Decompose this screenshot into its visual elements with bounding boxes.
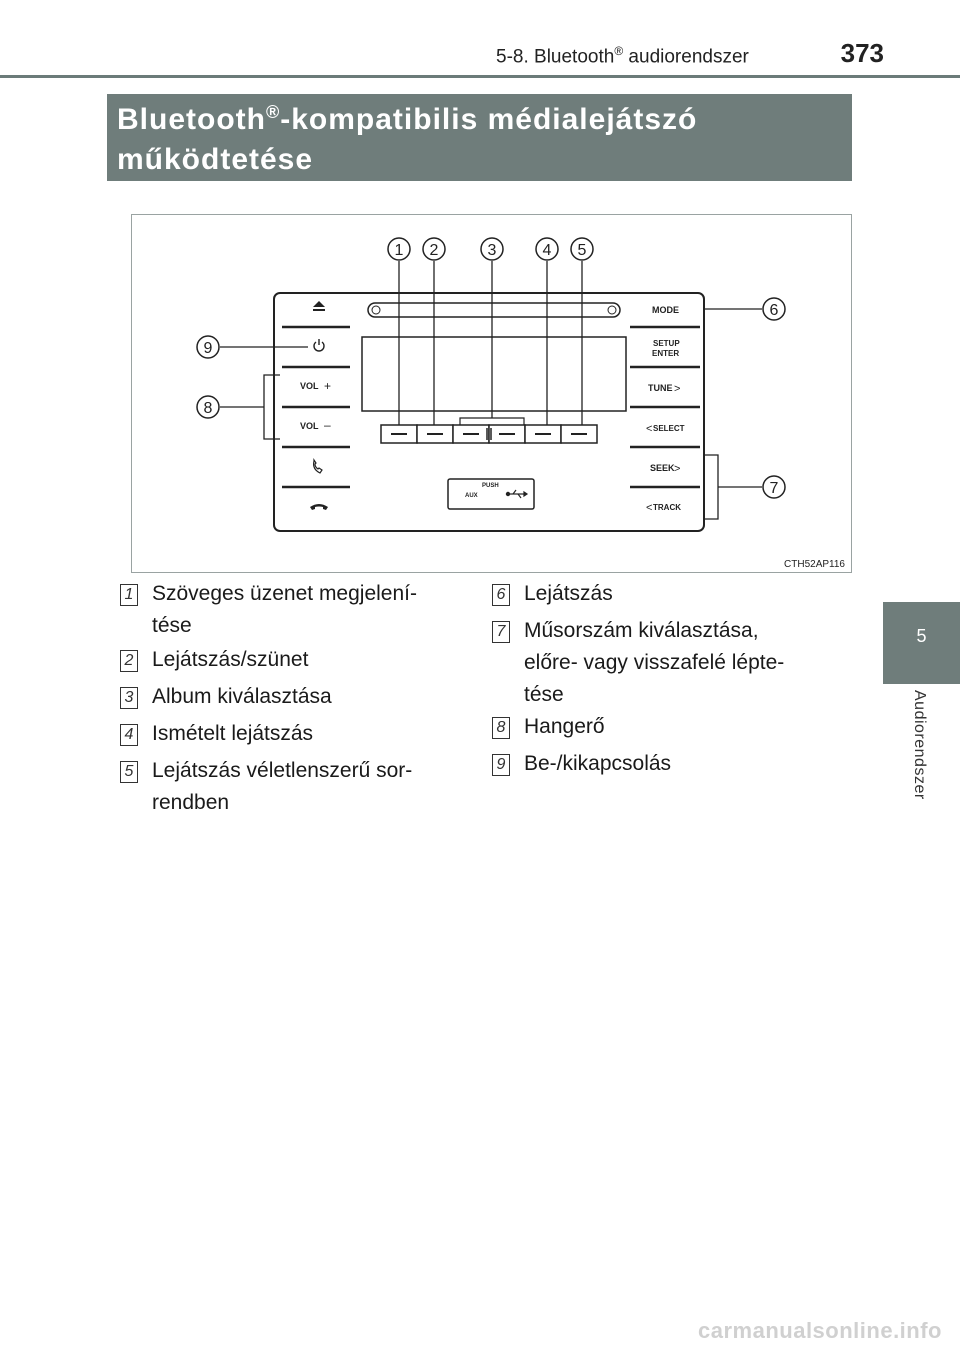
tune-label: TUNE bbox=[648, 383, 673, 393]
svg-text:6: 6 bbox=[770, 302, 779, 319]
legend-item-5: Lejátszás véletlenszerű sor-rendben bbox=[152, 759, 413, 814]
vol-down-label: VOL bbox=[300, 421, 319, 431]
chapter-tab[interactable]: 5 bbox=[883, 602, 960, 684]
legend-item-6: Lejátszás bbox=[524, 582, 613, 605]
legend-item-9: Be-/kikapcsolás bbox=[524, 752, 672, 775]
left-button-dividers bbox=[282, 325, 350, 489]
svg-text:4: 4 bbox=[543, 242, 552, 259]
minus-icon: – bbox=[324, 418, 331, 432]
legend-marker: 4 bbox=[120, 724, 138, 746]
legend-marker: 8 bbox=[492, 717, 510, 739]
callout-markers: 1 2 3 4 5 6 7 8 9 bbox=[196, 237, 786, 499]
legend-marker: 2 bbox=[120, 650, 138, 672]
watermark: carmanualsonline.info bbox=[698, 1318, 942, 1343]
legend-item-1: Szöveges üzenet megjelení-tése bbox=[152, 582, 417, 637]
svg-text:5: 5 bbox=[578, 242, 587, 259]
section-heading-bar: Bluetooth®-kompatibilis médialejátszó mű… bbox=[107, 94, 852, 181]
head-unit-diagram: VOL + VOL – MODE SETUP ENTER TUNE > < SE… bbox=[196, 237, 786, 532]
disc-icon-right bbox=[607, 305, 617, 315]
mode-label: MODE bbox=[652, 305, 679, 315]
head-unit-figure: VOL + VOL – MODE SETUP ENTER TUNE > < SE… bbox=[131, 214, 852, 573]
phone-pickup-icon bbox=[313, 458, 323, 474]
legend-marker: 5 bbox=[120, 761, 138, 783]
figure-code: CTH52AP116 bbox=[784, 559, 845, 570]
page-number: 373 bbox=[840, 38, 884, 68]
seek-label: SEEK bbox=[650, 463, 675, 473]
vol-up-label: VOL bbox=[300, 381, 319, 391]
aux-label: AUX bbox=[465, 493, 478, 499]
svg-text:8: 8 bbox=[204, 400, 213, 417]
select-label: SELECT bbox=[653, 424, 685, 433]
usb-aux-port bbox=[447, 478, 535, 510]
svg-text:9: 9 bbox=[204, 340, 213, 357]
play-pause-icon bbox=[486, 428, 492, 440]
legend-marker: 1 bbox=[120, 584, 138, 606]
track-label: TRACK bbox=[653, 503, 681, 512]
header-rule bbox=[0, 75, 960, 78]
legend-marker: 7 bbox=[492, 621, 510, 643]
push-label: PUSH bbox=[482, 483, 499, 489]
legend-item-3: Album kiválasztása bbox=[152, 685, 332, 708]
right-button-dividers bbox=[630, 325, 700, 489]
section-title: 5-8. Bluetooth® audiorendszer bbox=[496, 44, 749, 68]
legend-item-8: Hangerő bbox=[524, 715, 605, 738]
legend-marker: 9 bbox=[492, 754, 510, 776]
callout-leaders bbox=[220, 261, 762, 520]
legend-item-4: Ismételt lejátszás bbox=[152, 722, 314, 745]
preset-buttons bbox=[380, 424, 598, 444]
display-screen bbox=[361, 336, 627, 412]
svg-text:1: 1 bbox=[395, 242, 404, 259]
usb-icon bbox=[505, 489, 529, 499]
chapter-label: Audiorendszer bbox=[911, 690, 928, 800]
chevron-left-icon: < bbox=[646, 423, 652, 435]
svg-text:7: 7 bbox=[770, 480, 779, 497]
plus-icon: + bbox=[324, 379, 331, 393]
legend-marker: 6 bbox=[492, 584, 510, 606]
chevron-right-icon: > bbox=[674, 383, 680, 395]
svg-text:2: 2 bbox=[430, 242, 439, 259]
eject-icon bbox=[313, 301, 325, 311]
enter-label: ENTER bbox=[652, 349, 679, 358]
page-title: Bluetooth®-kompatibilis médialejátszó mű… bbox=[117, 102, 698, 176]
cd-slot bbox=[367, 302, 621, 318]
chevron-right-icon: > bbox=[674, 463, 680, 475]
chapter-number: 5 bbox=[916, 626, 927, 646]
setup-label: SETUP bbox=[653, 339, 680, 348]
svg-text:3: 3 bbox=[488, 242, 497, 259]
legend-item-7: Műsorszám kiválasztása,előre- vagy vissz… bbox=[524, 619, 785, 706]
power-icon bbox=[313, 339, 325, 352]
running-head: 5-8. Bluetooth® audiorendszer 373 bbox=[0, 0, 960, 80]
disc-icon-left bbox=[371, 305, 381, 315]
phone-hangup-icon bbox=[310, 504, 328, 510]
chevron-left-icon: < bbox=[646, 502, 652, 514]
legend-item-2: Lejátszás/szünet bbox=[152, 648, 309, 671]
legend-marker: 3 bbox=[120, 687, 138, 709]
